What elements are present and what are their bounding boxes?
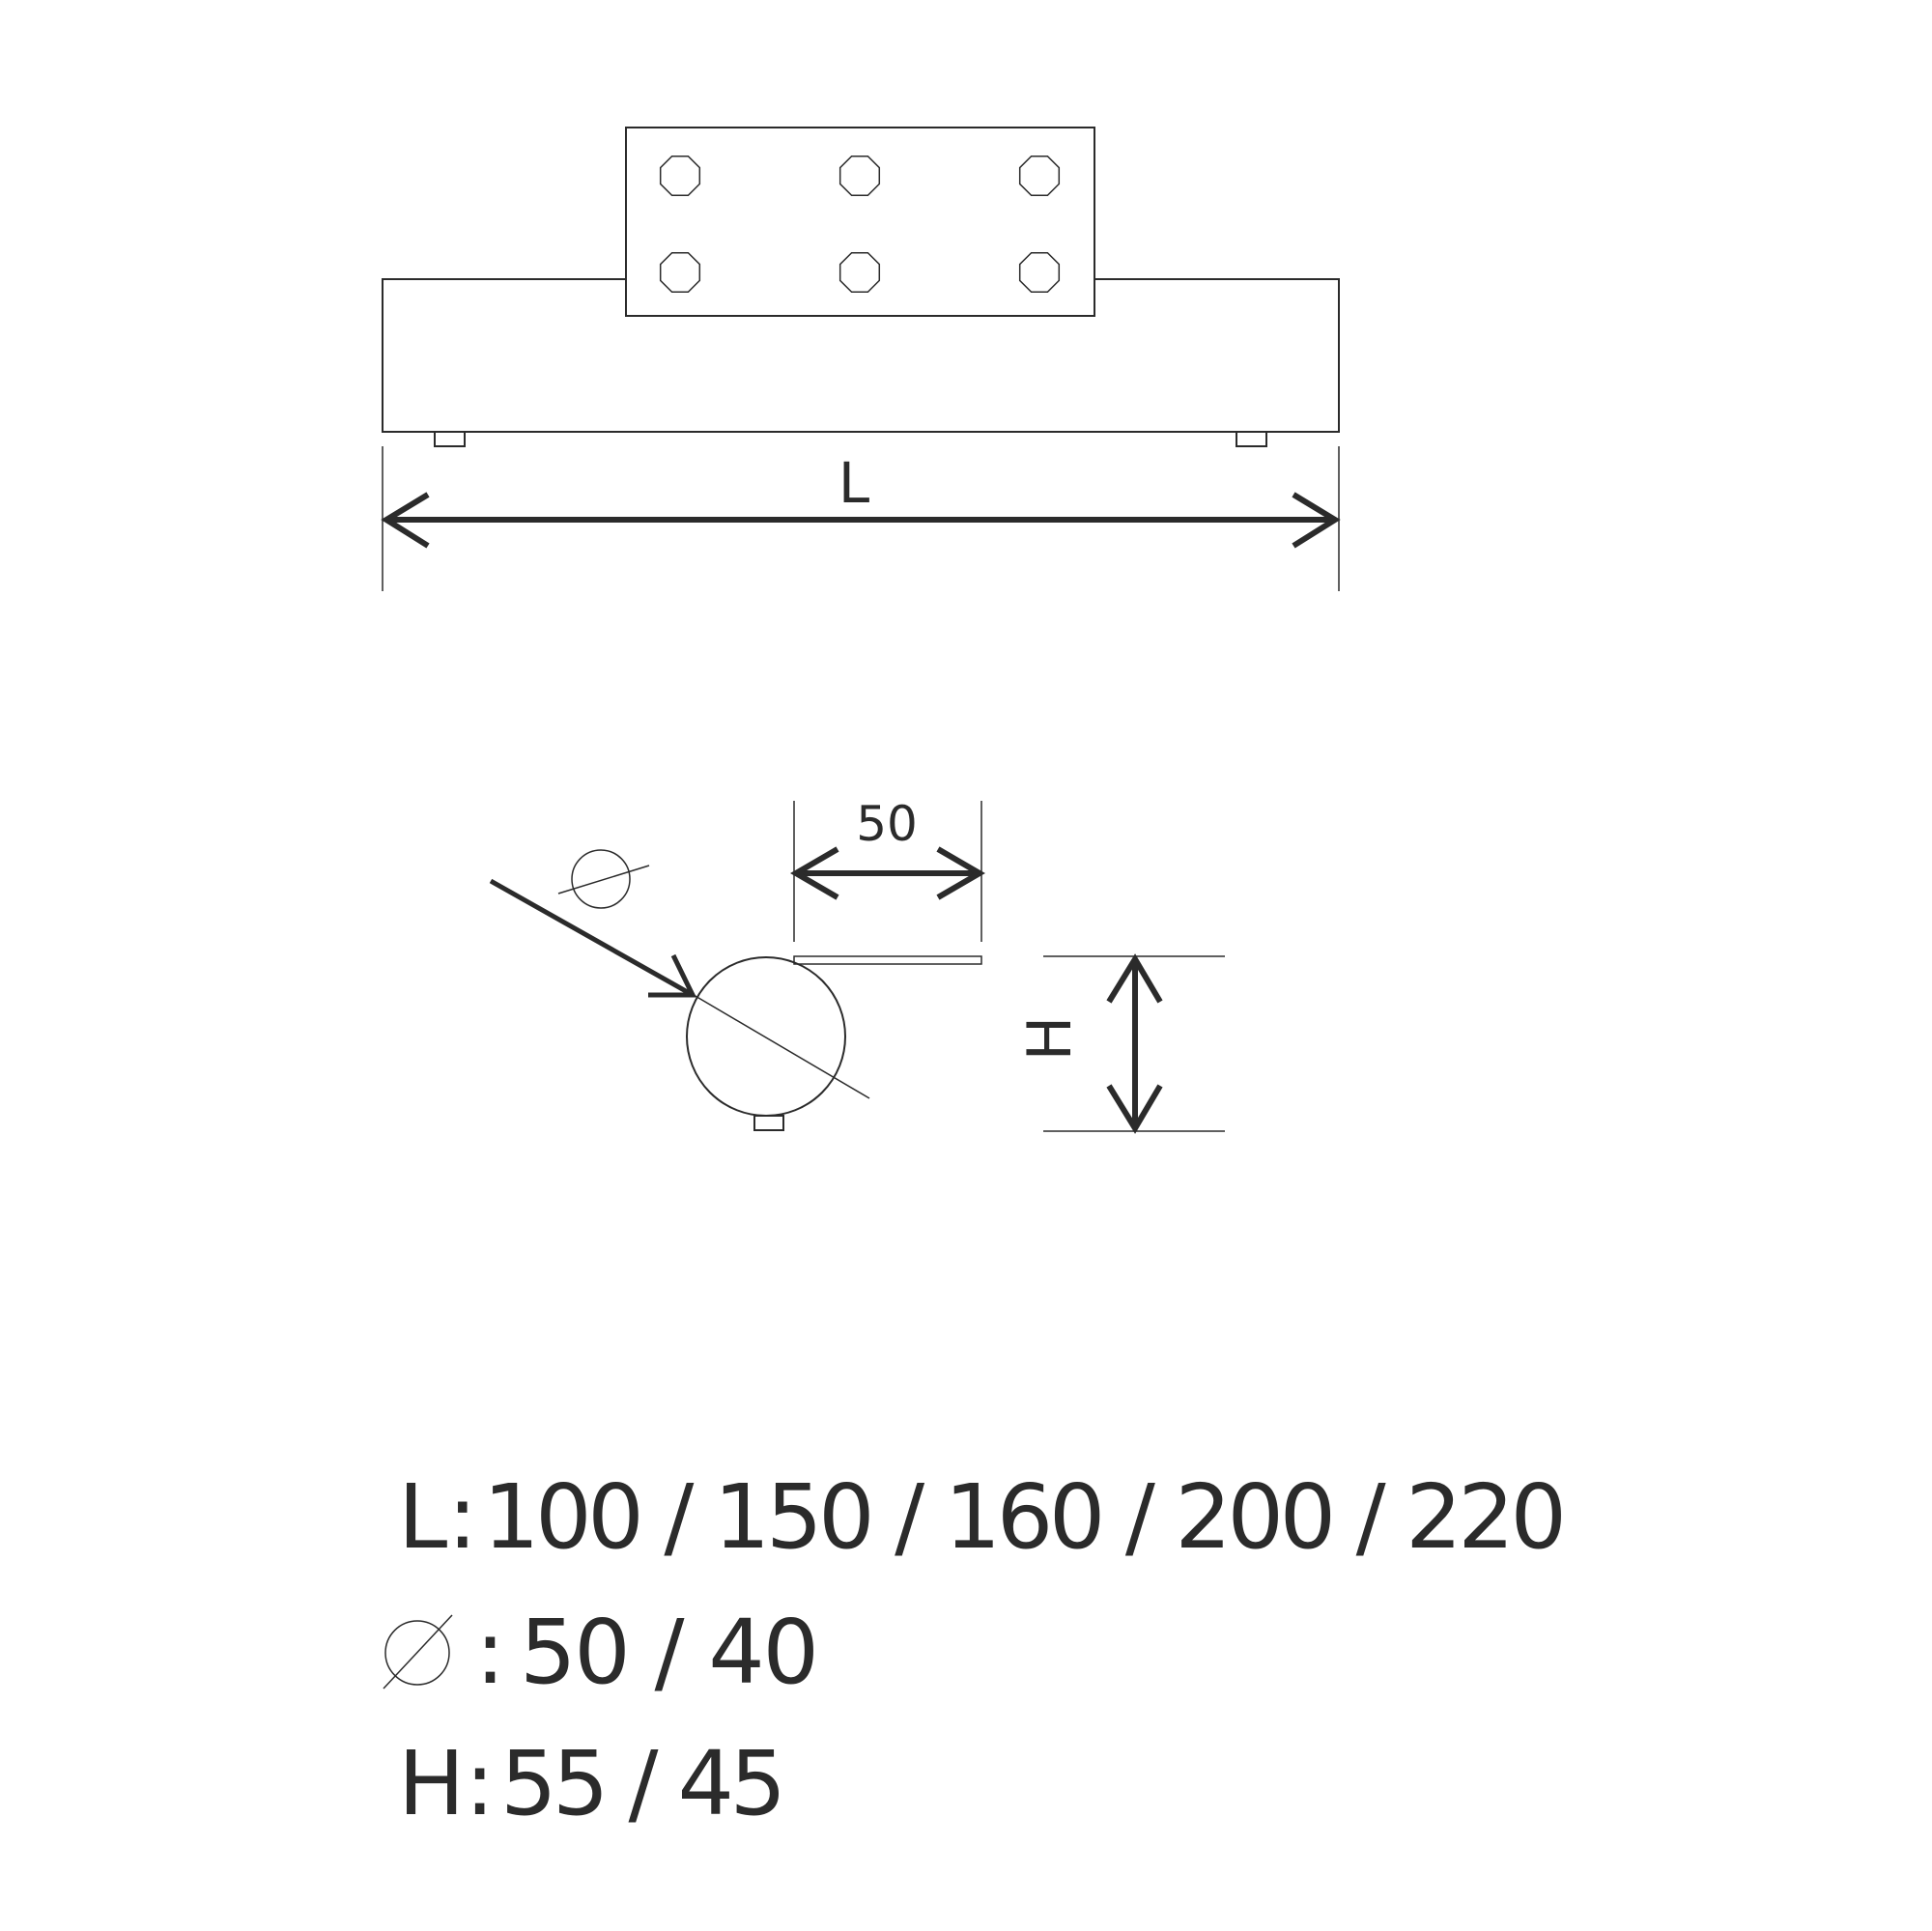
screw-icon (838, 155, 881, 197)
spec-height-symbol: H: (398, 1732, 495, 1835)
height-label: H (1014, 1016, 1085, 1062)
screw-icon (838, 251, 881, 294)
spec-diameter-values: 50 / 40 (520, 1601, 819, 1704)
tube-foot (753, 1115, 784, 1131)
screw-group (659, 155, 1061, 294)
foot-right (1236, 431, 1267, 447)
width-arrowhead-right (936, 846, 985, 900)
width-arrowhead-left (790, 846, 839, 900)
screw-icon (1018, 155, 1061, 197)
front-view: L (381, 127, 1341, 591)
leader-arrowhead (648, 953, 697, 998)
spec-length-values: 100 / 150 / 160 / 200 / 220 (483, 1465, 1567, 1569)
diameter-icon (384, 1620, 450, 1686)
height-arrowhead-bottom (1106, 1084, 1163, 1134)
mounting-plate (625, 127, 1095, 317)
screw-icon (659, 155, 701, 197)
diameter-line (693, 994, 870, 1099)
side-view: 50 H (489, 796, 1225, 1134)
length-label: L (838, 450, 869, 516)
spec-list: L: 100 / 150 / 160 / 200 / 220 : 50 / 40… (383, 1465, 1567, 1835)
screw-icon (659, 251, 701, 294)
width-label: 50 (856, 796, 918, 852)
diameter-reference-slash (557, 865, 650, 895)
screw-icon (1018, 251, 1061, 294)
length-arrowhead-right (1292, 492, 1341, 549)
diameter-icon-slash (383, 1614, 453, 1690)
leader-line (489, 878, 695, 998)
top-flange (793, 955, 982, 965)
foot-left (434, 431, 466, 447)
tube-cross-section (686, 956, 846, 1117)
spec-height-values: 55 / 45 (500, 1732, 786, 1835)
length-arrowhead-left (381, 492, 430, 549)
spec-length-symbol: L: (398, 1465, 477, 1569)
diameter-reference-circle (571, 849, 631, 909)
spec-diameter-symbol: : (475, 1601, 505, 1704)
height-arrowhead-top (1106, 953, 1163, 1004)
